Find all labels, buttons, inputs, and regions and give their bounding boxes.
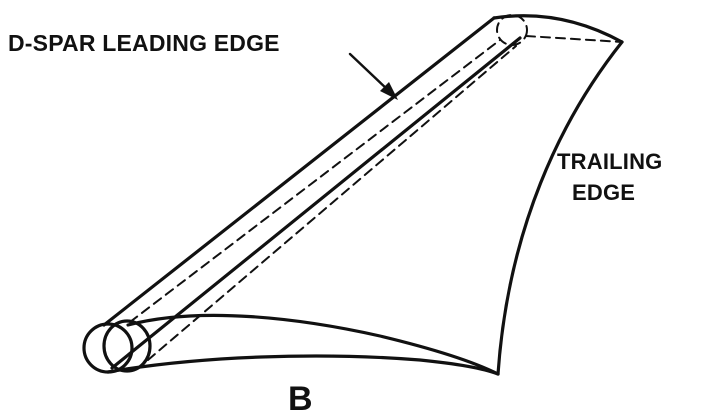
leading-edge-label: D-SPAR LEADING EDGE bbox=[8, 30, 280, 56]
blade-outline bbox=[102, 14, 624, 376]
d-spar-upper-edge bbox=[102, 16, 496, 327]
hidden-spar-line-lower bbox=[147, 45, 517, 361]
trailing-edge-label-line2: EDGE bbox=[572, 180, 635, 205]
hidden-lines bbox=[129, 14, 623, 361]
root-upper-surface bbox=[126, 313, 500, 376]
root-spar-outer-circle bbox=[82, 322, 134, 374]
root-lower-surface bbox=[106, 354, 500, 376]
leading-edge-leader bbox=[348, 52, 398, 100]
hidden-spar-line-upper bbox=[129, 39, 501, 323]
leader-line bbox=[348, 52, 390, 92]
root-spar-section bbox=[82, 319, 152, 374]
d-spar-lower-edge bbox=[110, 36, 522, 370]
hidden-tip-chord bbox=[525, 35, 623, 43]
leader-arrowhead bbox=[380, 82, 398, 100]
figure-letter: B bbox=[288, 380, 313, 413]
root-spar-inner-circle bbox=[102, 319, 152, 373]
trailing-edge-curve bbox=[496, 40, 624, 376]
trailing-edge-label-line1: TRAILING bbox=[557, 149, 662, 174]
hidden-tip-circle bbox=[496, 14, 528, 46]
